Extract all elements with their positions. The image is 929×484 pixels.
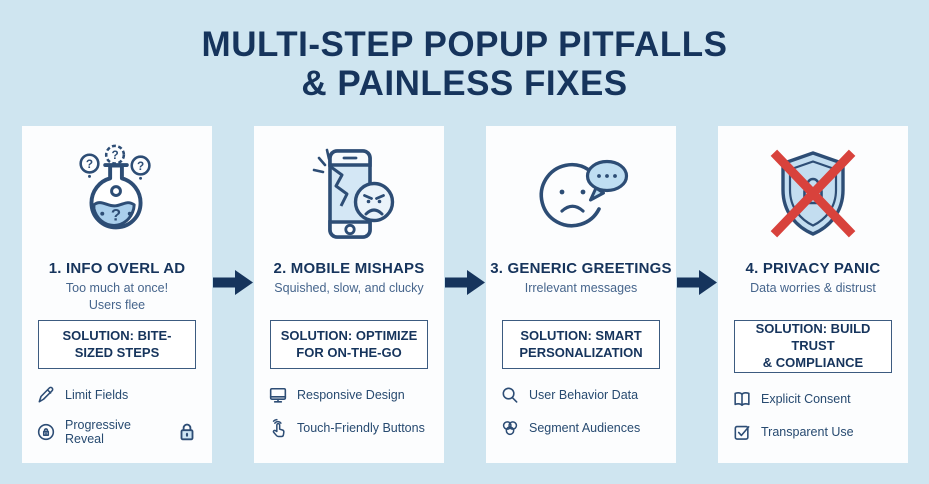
padlock-icon (176, 421, 198, 443)
solution-box: SOLUTION: BUILD TRUST & COMPLIANCE (734, 320, 892, 373)
list-item: Explicit Consent (732, 389, 894, 409)
list-item: User Behavior Data (500, 385, 662, 405)
arrow-3 (676, 269, 718, 296)
segment-circles-icon (500, 418, 520, 438)
card-info-overload: ? ? ? ? 1. INFO OVERL AD Too much at onc… (22, 126, 212, 463)
card-generic-greetings: 3. GENERIC GREETINGS Irrelevant messages… (486, 126, 676, 463)
svg-text:?: ? (111, 206, 121, 225)
lock-circle-icon (36, 422, 56, 442)
solution-box: SOLUTION: OPTIMIZE FOR ON-THE-GO (270, 320, 428, 369)
list-item-label: User Behavior Data (529, 388, 639, 402)
touch-hand-icon (268, 418, 288, 438)
card-heading: 2. MOBILE MISHAPS (273, 260, 425, 277)
page-title-line2: & PAINLESS FIXES (301, 64, 628, 104)
open-book-icon (732, 389, 752, 409)
cards-row: ? ? ? ? 1. INFO OVERL AD Too much at onc… (22, 126, 908, 463)
card-subtitle: Too much at once! Users flee (65, 281, 169, 312)
svg-text:?: ? (137, 160, 144, 173)
solution-box: SOLUTION: SMART PERSONALIZATION (502, 320, 660, 369)
list-item: Transparent Use (732, 422, 894, 442)
card-subtitle: Squished, slow, and clucky (274, 281, 424, 295)
arrow-2 (444, 269, 486, 296)
page-title: MULTI-STEP POPUP PITFALLS & PAINLESS FIX… (0, 0, 929, 103)
list-item-label: Touch-Friendly Buttons (297, 421, 425, 435)
card-subtitle: Data worries & distrust (750, 281, 876, 295)
card-mobile-mishaps: 2. MOBILE MISHAPS Squished, slow, and cl… (254, 126, 444, 463)
list-item-label: Transparent Use (761, 424, 854, 439)
cracked-phone-angry-face-icon (294, 136, 404, 254)
card-heading: 3. GENERIC GREETINGS (490, 260, 672, 277)
arrow-1 (212, 269, 254, 296)
list-item: Segment Audiences (500, 418, 662, 438)
list-item-label: Explicit Consent (761, 391, 851, 406)
card-heading: 4. PRIVACY PANIC (745, 260, 881, 277)
pencil-icon (36, 385, 56, 405)
card-subtitle: Irrelevant messages (524, 281, 638, 295)
list-item: Touch-Friendly Buttons (268, 418, 430, 438)
monitor-icon (268, 385, 288, 405)
sad-face-speech-bubble-icon (526, 136, 636, 254)
card-heading: 1. INFO OVERL AD (48, 260, 186, 277)
svg-text:?: ? (86, 158, 93, 171)
list-item-label: Responsive Design (297, 388, 405, 402)
list-item-label: Segment Audiences (529, 421, 641, 435)
crossed-shield-icon (758, 136, 868, 254)
list-item: Responsive Design (268, 385, 430, 405)
flask-questions-icon: ? ? ? ? (63, 136, 171, 254)
magnifier-icon (500, 385, 520, 405)
solution-box: SOLUTION: BITE- SIZED STEPS (38, 320, 196, 369)
list-item: Limit Fields (36, 385, 198, 405)
list-item: Progressive Reveal (36, 418, 198, 446)
list-item-label: Progressive Reveal (65, 418, 131, 446)
svg-text:?: ? (111, 149, 118, 162)
checkbox-icon (732, 422, 752, 442)
list-item-label: Limit Fields (65, 388, 129, 402)
card-privacy-panic: 4. PRIVACY PANIC Data worries & distrust… (718, 126, 908, 463)
page-title-line1: MULTI-STEP POPUP PITFALLS (201, 25, 728, 64)
